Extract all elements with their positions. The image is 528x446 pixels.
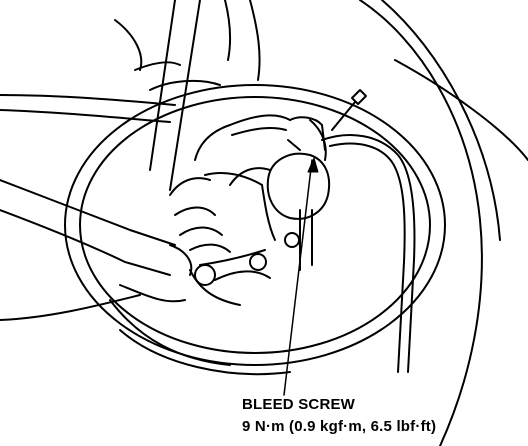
fender-outline bbox=[359, 0, 528, 446]
bleed-screw-label: BLEED SCREW bbox=[242, 396, 356, 413]
bleed-screw bbox=[331, 89, 367, 131]
brake-hose bbox=[194, 114, 291, 161]
callout-leader-line bbox=[283, 159, 313, 396]
bleeder-tube bbox=[321, 134, 416, 373]
torque-spec-label: 9 N·m (0.9 kgf·m, 6.5 lbf·ft) bbox=[242, 418, 437, 435]
lower-arm bbox=[0, 179, 193, 321]
driveshaft-boot bbox=[169, 172, 266, 266]
brake-disc bbox=[64, 79, 446, 376]
brake-caliper bbox=[266, 116, 330, 271]
steering-knuckle bbox=[189, 167, 300, 306]
frame-members bbox=[0, 0, 261, 191]
callout-arrowhead bbox=[307, 157, 319, 173]
